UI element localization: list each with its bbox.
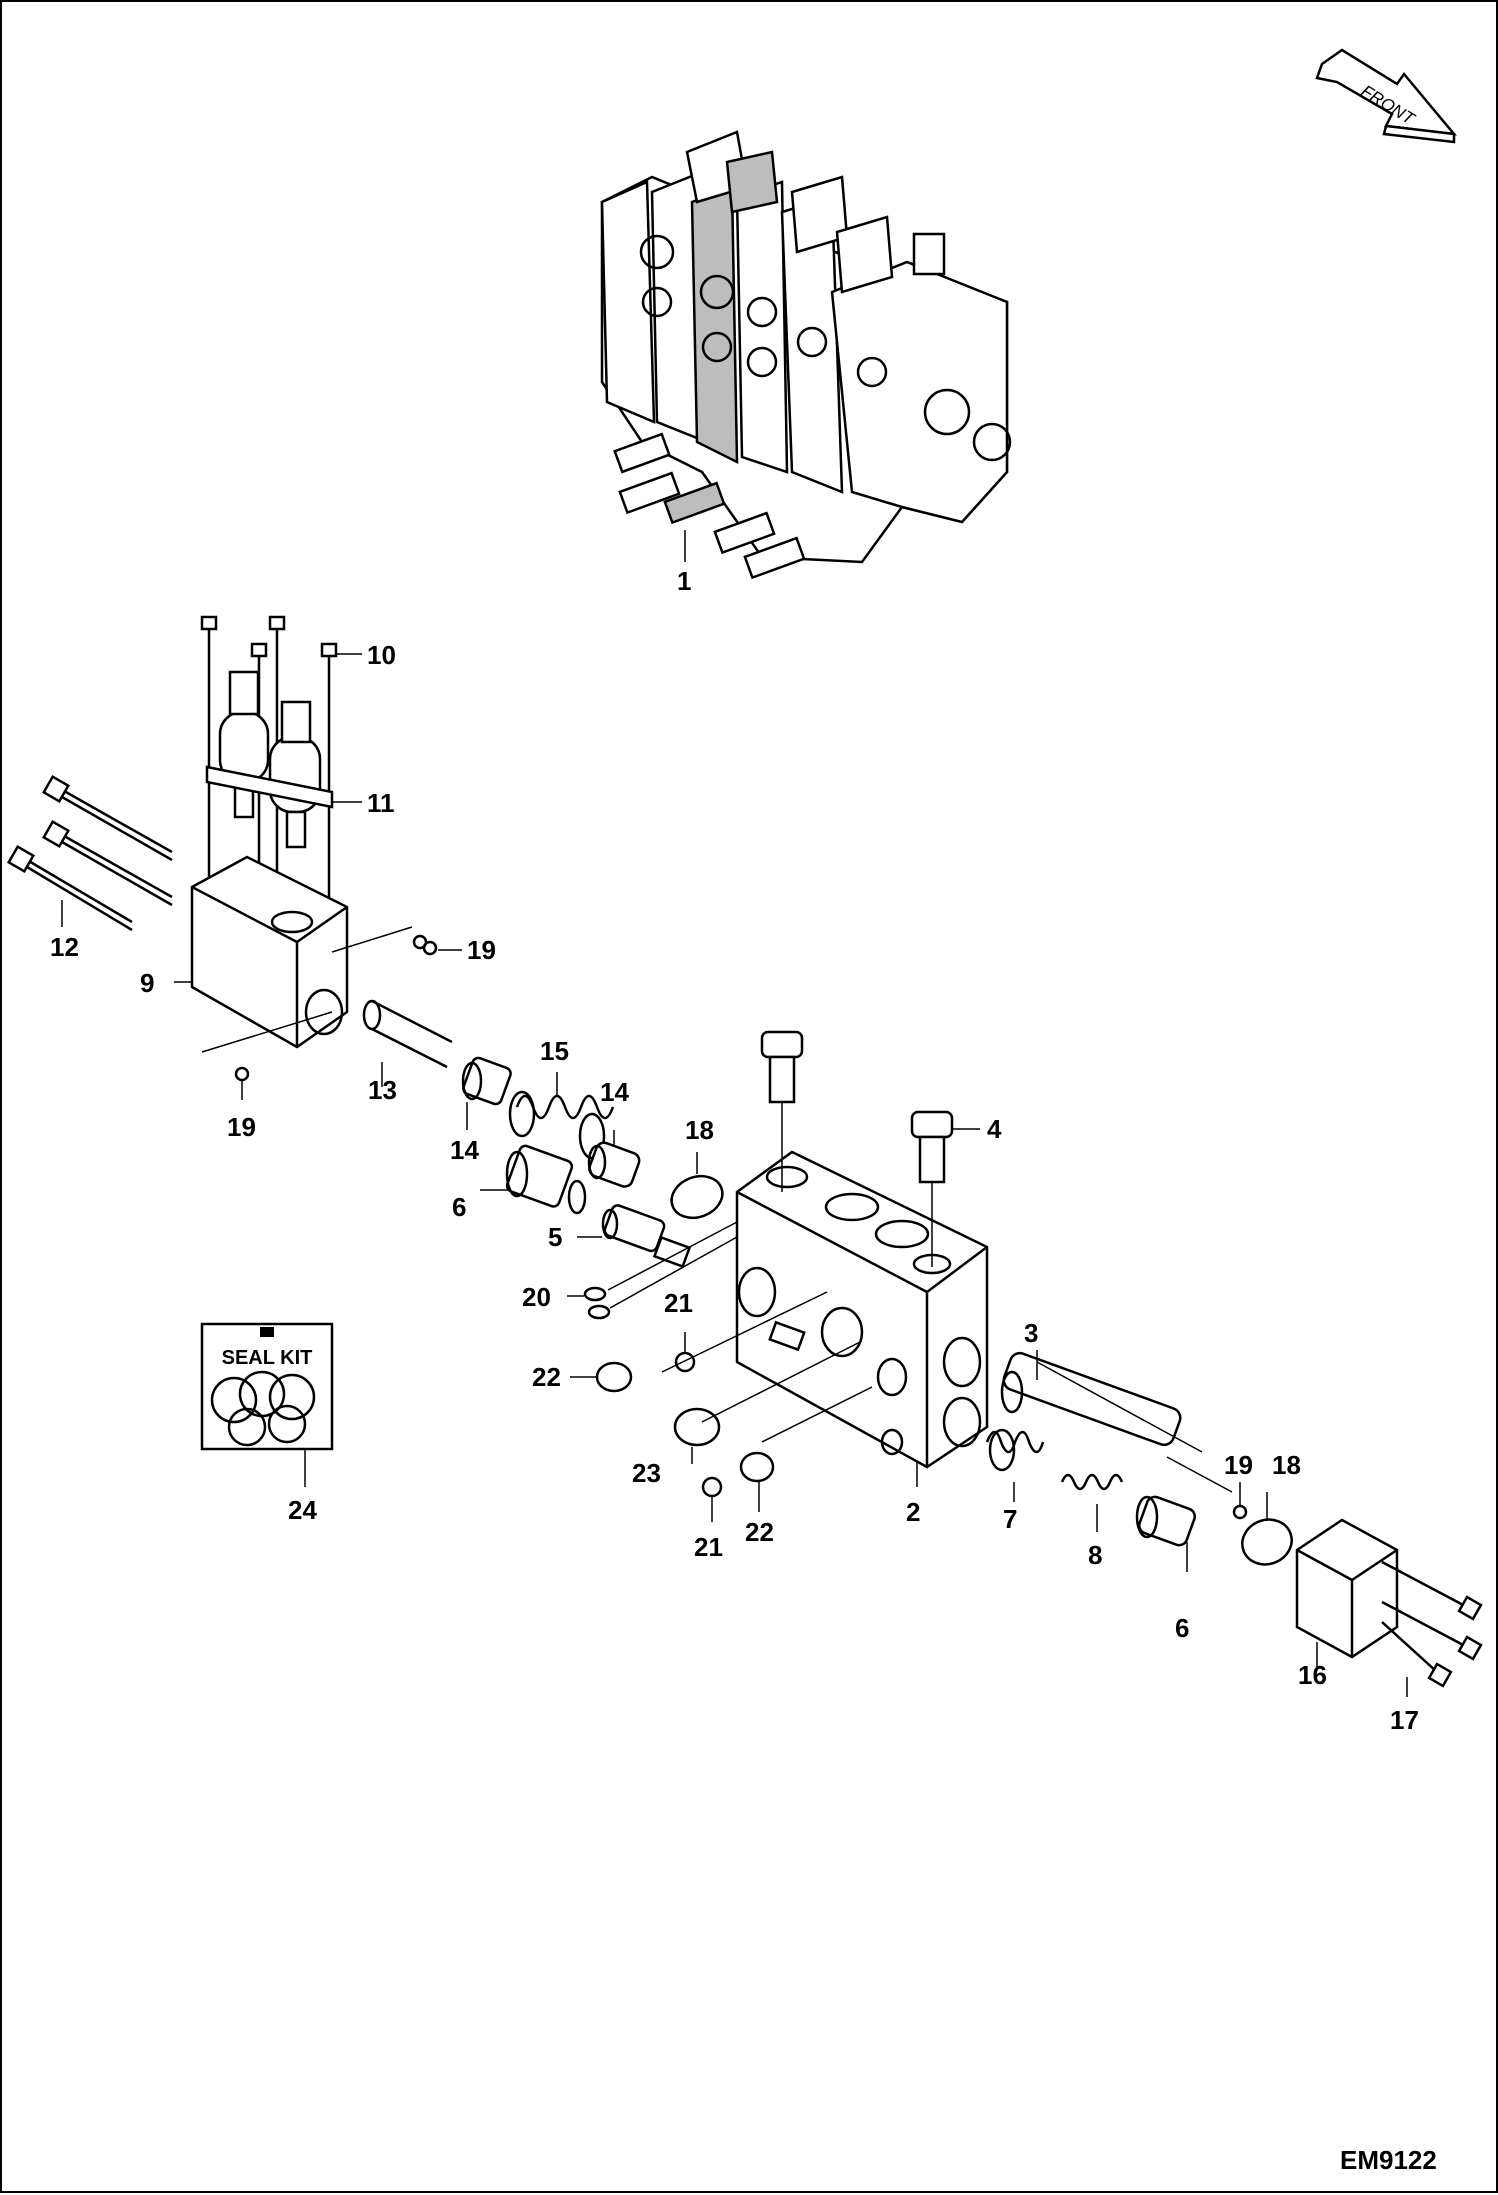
end-cap-seals (1232, 1482, 1293, 1566)
callout-21-lower: 21 (694, 1532, 723, 1562)
callout-19-upper: 19 (467, 935, 496, 965)
callout-14-right: 14 (600, 1077, 629, 1107)
check-valve-poppet (577, 1204, 692, 1269)
figure-code: EM9122 (1340, 2145, 1437, 2175)
callout-6-lower: 6 (1175, 1613, 1190, 1643)
callout-19-lower: 19 (227, 1112, 256, 1142)
small-o-rings-pair (567, 1221, 738, 1320)
callout-7: 7 (1003, 1504, 1018, 1534)
solenoid-valves (205, 670, 362, 849)
pilot-block (174, 855, 349, 1049)
section-o-rings (570, 1332, 775, 1522)
callout-18-rear: 18 (1272, 1450, 1301, 1480)
end-cap-bolts (1381, 1560, 1483, 1697)
front-direction-arrow-icon: FRONT (1315, 48, 1457, 144)
main-spool-components (985, 1350, 1233, 1572)
callout-12: 12 (50, 932, 79, 962)
spool-spring-and-retainers (461, 1056, 641, 1188)
end-cap-block (1295, 1518, 1399, 1667)
callout-6-upper: 6 (452, 1192, 467, 1222)
callout-1: 1 (677, 566, 692, 596)
callout-22-lower: 22 (745, 1517, 774, 1547)
callout-22-left: 22 (532, 1362, 561, 1392)
long-tie-bolts (6, 774, 173, 932)
callout-3: 3 (1024, 1318, 1039, 1348)
callout-4: 4 (987, 1114, 1002, 1144)
callout-17: 17 (1390, 1705, 1419, 1735)
callout-11: 11 (367, 788, 395, 818)
seal-kit-package: SEAL KIT (200, 1322, 334, 1487)
callout-16: 16 (1298, 1660, 1327, 1690)
callout-8: 8 (1088, 1540, 1103, 1570)
pilot-spool (362, 999, 453, 1087)
callout-18-front: 18 (685, 1115, 714, 1145)
valve-section-body (661, 1150, 989, 1487)
small-seal-rings (201, 926, 462, 1100)
main-control-valve-assembly (600, 130, 1012, 580)
callout-14-left: 14 (450, 1135, 479, 1165)
callout-10: 10 (367, 640, 396, 670)
callout-20: 20 (522, 1282, 551, 1312)
relief-cartridges (760, 1030, 980, 1267)
callout-2: 2 (906, 1497, 921, 1527)
callout-13: 13 (368, 1075, 397, 1105)
seal-kit-label: SEAL KIT (222, 1347, 313, 1369)
relief-plug-upper (480, 1144, 587, 1215)
callout-15: 15 (540, 1036, 569, 1066)
callout-23: 23 (632, 1458, 661, 1488)
large-o-ring-front (670, 1152, 724, 1220)
callout-19-right: 19 (1224, 1450, 1253, 1480)
callout-21-upper: 21 (664, 1288, 693, 1318)
callout-5: 5 (548, 1222, 563, 1252)
callout-9: 9 (140, 968, 155, 998)
callout-24: 24 (288, 1495, 317, 1525)
